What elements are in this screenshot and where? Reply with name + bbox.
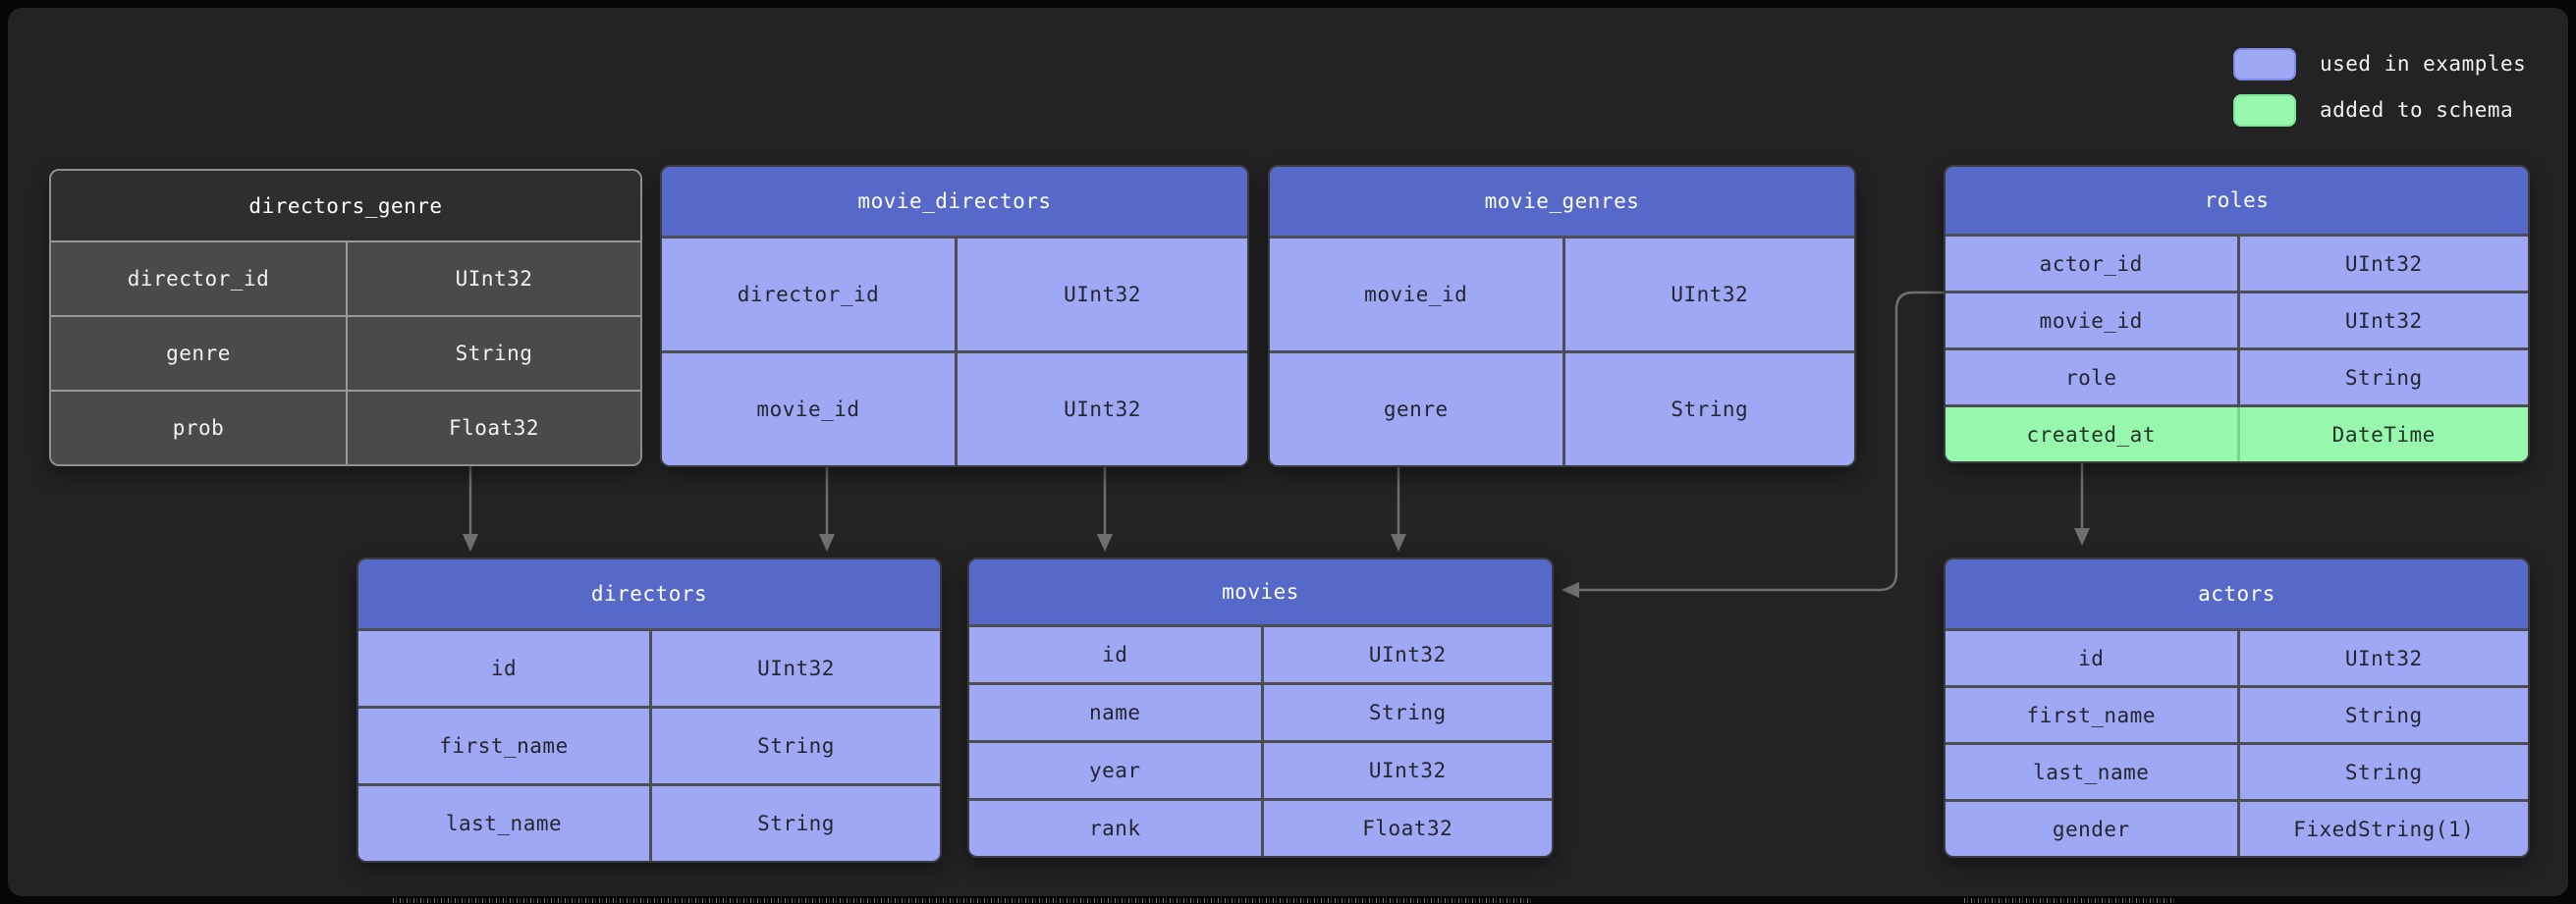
table-row: last_name String <box>358 783 940 861</box>
field-name: id <box>2078 646 2105 670</box>
table-row: first_name String <box>1946 685 2528 742</box>
field-name: director_id <box>127 267 270 291</box>
field-name: movie_id <box>2039 308 2143 333</box>
field-name: id <box>1102 643 1128 666</box>
field-name: movie_id <box>1364 283 1468 306</box>
legend-label: added to schema <box>2320 98 2514 122</box>
field-name: year <box>1088 759 1141 782</box>
table-roles: roles actor_id UInt32 movie_id UInt32 ro… <box>1944 165 2530 463</box>
legend-item-added-to-schema: added to schema <box>2233 93 2526 127</box>
field-type: String <box>346 317 640 390</box>
field-type: UInt32 <box>1260 627 1553 682</box>
field-type: Float32 <box>346 392 640 464</box>
field-type: UInt32 <box>1260 743 1553 798</box>
field-type: FixedString(1) <box>2236 802 2529 856</box>
legend-item-used-in-examples: used in examples <box>2233 47 2526 80</box>
table-row: movie_id UInt32 <box>1946 291 2528 347</box>
field-type: DateTime <box>2236 407 2529 461</box>
table-row: director_id UInt32 <box>662 236 1247 350</box>
field-name: genre <box>166 342 231 365</box>
legend-label: used in examples <box>2320 52 2527 76</box>
field-name: director_id <box>737 283 880 306</box>
cropped-text-sliver <box>1964 898 2175 903</box>
field-type: UInt32 <box>346 242 640 315</box>
field-name: gender <box>2052 817 2130 841</box>
field-name: last_name <box>2033 760 2150 784</box>
field-type: UInt32 <box>649 631 940 706</box>
table-directors: directors id UInt32 first_name String la… <box>356 558 942 863</box>
table-title: directors <box>358 559 940 628</box>
field-type: String <box>1260 685 1553 740</box>
field-name: first_name <box>2026 703 2156 727</box>
table-row-added-to-schema: created_at DateTime <box>1946 404 2528 461</box>
table-title: movie_directors <box>662 167 1247 236</box>
table-title: directors_genre <box>51 171 640 240</box>
table-row: director_id UInt32 <box>51 240 640 315</box>
field-type: String <box>2236 688 2529 742</box>
field-type: String <box>649 786 940 861</box>
legend-swatch-green <box>2233 93 2296 127</box>
field-type: String <box>1562 353 1855 465</box>
table-title: movie_genres <box>1270 167 1854 236</box>
field-name: genre <box>1383 398 1449 421</box>
field-name: created_at <box>2026 422 2156 447</box>
field-type: String <box>649 709 940 783</box>
table-title: roles <box>1946 167 2528 234</box>
table-row: first_name String <box>358 706 940 783</box>
field-type: UInt32 <box>1562 239 1855 350</box>
table-directors_genre: directors_genre director_id UInt32 genre… <box>49 169 642 466</box>
field-name: actor_id <box>2039 251 2143 276</box>
field-name: prob <box>172 416 225 440</box>
table-row: last_name String <box>1946 742 2528 799</box>
table-title: actors <box>1946 559 2528 628</box>
field-type: String <box>2236 350 2529 404</box>
table-row: genre String <box>51 315 640 390</box>
field-type: String <box>2236 745 2529 799</box>
field-name: role <box>2064 365 2117 390</box>
table-movie_directors: movie_directors director_id UInt32 movie… <box>660 165 1249 467</box>
cropped-text-sliver <box>393 898 1532 903</box>
field-type: UInt32 <box>955 239 1247 350</box>
table-row: prob Float32 <box>51 390 640 464</box>
table-row: genre String <box>1270 350 1854 465</box>
field-name: name <box>1088 701 1141 724</box>
legend-swatch-blue <box>2233 47 2296 80</box>
field-name: id <box>490 657 518 680</box>
table-row: movie_id UInt32 <box>1270 236 1854 350</box>
table-row: id UInt32 <box>358 628 940 706</box>
table-row: id UInt32 <box>969 624 1552 682</box>
field-type: UInt32 <box>2236 631 2529 685</box>
table-row: name String <box>969 682 1552 740</box>
field-type: UInt32 <box>2236 237 2529 291</box>
field-name: last_name <box>445 812 563 835</box>
table-movie_genres: movie_genres movie_id UInt32 genre Strin… <box>1268 165 1856 467</box>
table-row: year UInt32 <box>969 740 1552 798</box>
legend: used in examples added to schema <box>2233 47 2526 139</box>
table-movies: movies id UInt32 name String year UInt32… <box>967 558 1554 858</box>
table-row: rank Float32 <box>969 798 1552 856</box>
table-row: actor_id UInt32 <box>1946 234 2528 291</box>
field-type: UInt32 <box>955 353 1247 465</box>
table-row: gender FixedString(1) <box>1946 799 2528 856</box>
field-name: movie_id <box>756 398 860 421</box>
table-row: id UInt32 <box>1946 628 2528 685</box>
field-type: Float32 <box>1260 801 1553 856</box>
field-name: rank <box>1088 817 1141 840</box>
table-row: movie_id UInt32 <box>662 350 1247 465</box>
table-actors: actors id UInt32 first_name String last_… <box>1944 558 2530 858</box>
field-name: first_name <box>439 734 569 758</box>
field-type: UInt32 <box>2236 293 2529 347</box>
table-row: role String <box>1946 347 2528 404</box>
table-title: movies <box>969 559 1552 624</box>
